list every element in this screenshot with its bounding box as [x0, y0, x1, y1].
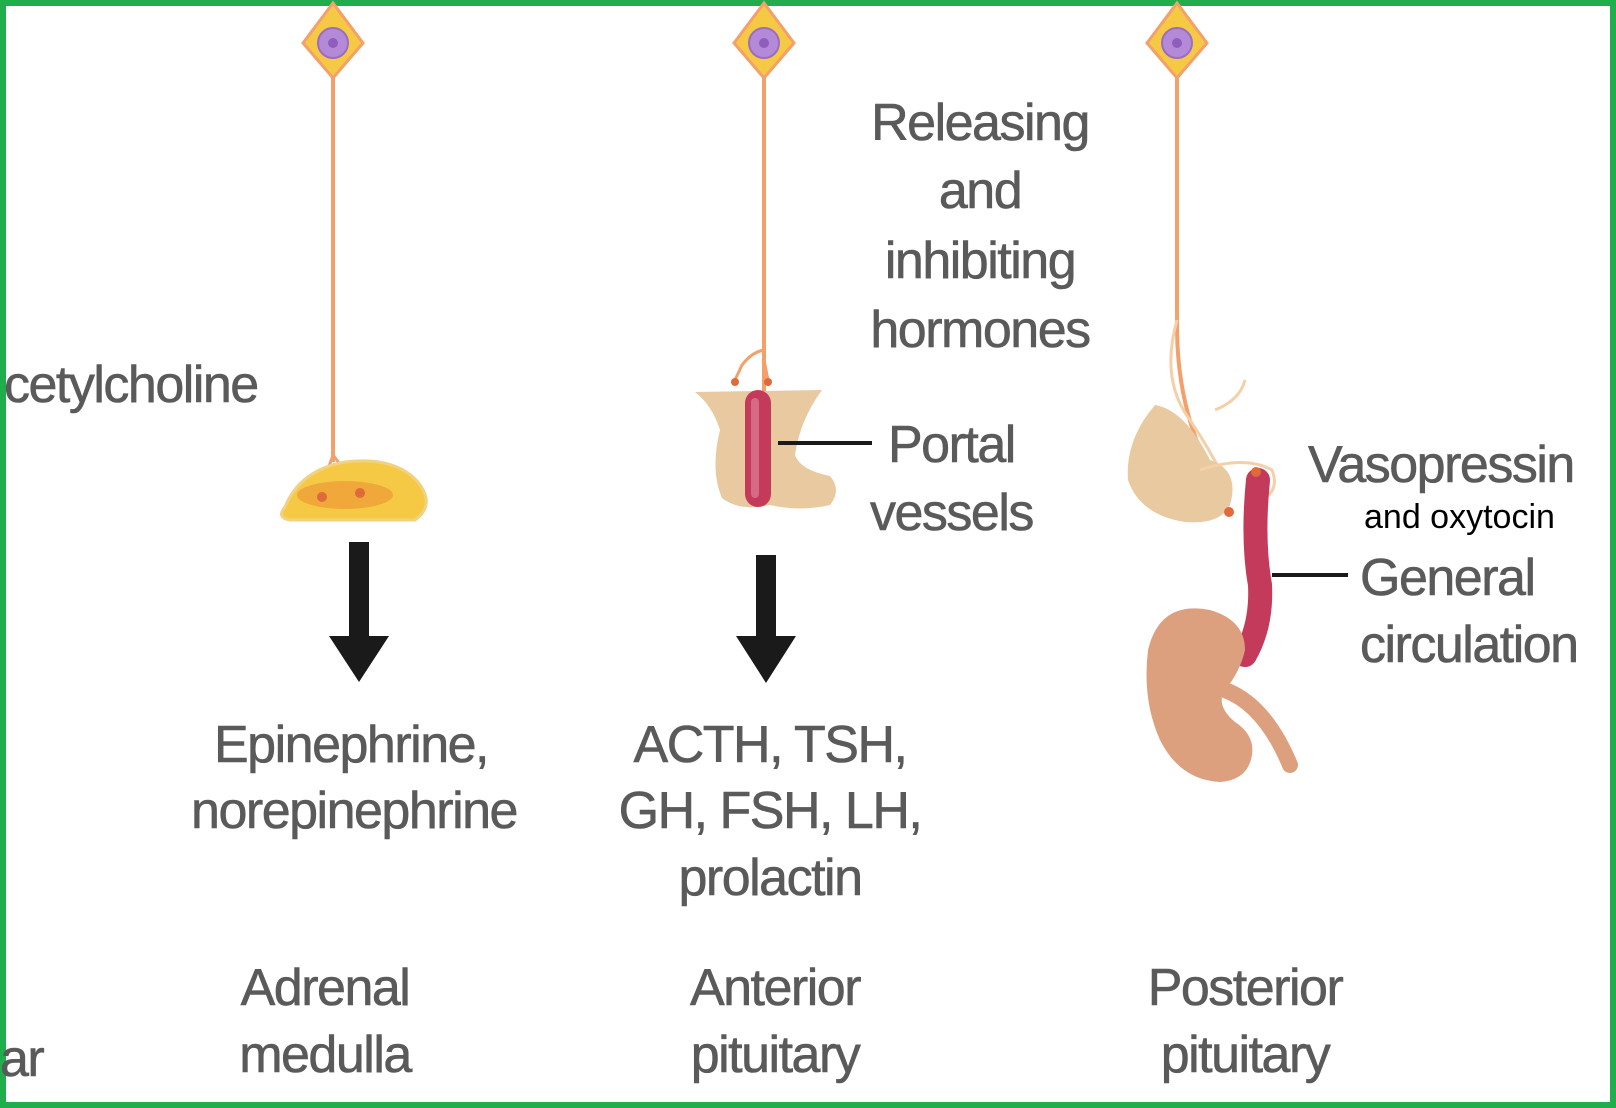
adrenal-neuron-cell-body-icon — [301, 0, 365, 81]
adrenal-product-line2: norepinephrine — [191, 782, 517, 840]
posterior-organ-line2: pituitary — [1161, 1026, 1331, 1084]
anterior-organ-line1: Anterior — [690, 959, 861, 1017]
anterior-column — [695, 0, 872, 683]
vasopressin-label: Vasopressin — [1308, 436, 1574, 494]
anterior-product-line1: ACTH, TSH, — [634, 716, 907, 774]
adrenal-medulla-gland-icon — [280, 459, 428, 522]
portal-vessels-line2: vessels — [870, 484, 1033, 542]
anterior-organ-line2: pituitary — [691, 1026, 861, 1084]
general-circulation-vessel-icon — [1224, 467, 1273, 667]
anterior-product-line2: GH, FSH, LH, — [619, 782, 922, 840]
general-circulation-line2: circulation — [1360, 616, 1578, 674]
portal-vessel-icon — [745, 390, 771, 507]
anterior-neuron-cell-body-icon — [732, 0, 796, 81]
anterior-down-arrow-icon — [736, 555, 796, 683]
left-organ-label-partial: ar — [0, 1030, 44, 1088]
posterior-organ-line1: Posterior — [1148, 959, 1344, 1017]
general-circulation-line1: General — [1360, 549, 1535, 607]
adrenal-organ-line2: medulla — [239, 1026, 412, 1084]
releasing-hormones-line1: Releasing — [871, 94, 1089, 152]
posterior-column — [1127, 0, 1348, 782]
portal-vessels-line1: Portal — [888, 416, 1015, 474]
releasing-hormones-line2: and — [939, 162, 1021, 220]
kidney-icon — [1146, 608, 1298, 782]
adrenal-down-arrow-icon — [329, 542, 389, 682]
adrenal-organ-line1: Adrenal — [241, 959, 410, 1017]
adrenal-column — [280, 0, 428, 682]
posterior-pituitary-gland-icon — [1127, 405, 1276, 523]
posterior-neuron-cell-body-icon — [1145, 0, 1209, 81]
oxytocin-label: and oxytocin — [1364, 498, 1555, 536]
transmitter-label-partial: cetylcholine — [4, 356, 258, 414]
anterior-product-line3: prolactin — [678, 849, 861, 907]
releasing-hormones-line3: inhibiting — [885, 232, 1075, 290]
releasing-hormones-line4: hormones — [870, 301, 1090, 359]
adrenal-product-line1: Epinephrine, — [214, 716, 488, 774]
